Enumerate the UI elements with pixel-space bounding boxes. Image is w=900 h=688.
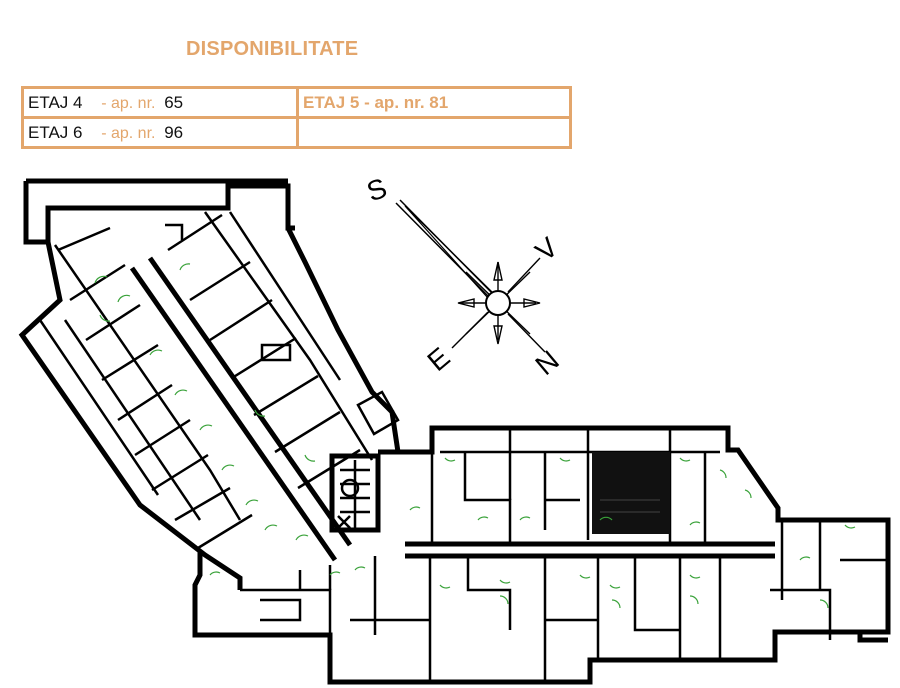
availability-cell[interactable]: ETAJ 4 - ap. nr. 65	[21, 86, 299, 119]
horizontal-wing	[192, 425, 891, 685]
availability-cell[interactable]: ETAJ 6 - ap. nr. 96	[21, 116, 299, 149]
page-title: DISPONIBILITATE	[186, 38, 359, 60]
table-row: ETAJ 4 - ap. nr. 65 ETAJ 5 - ap. nr. 81	[21, 86, 572, 119]
apartment-label: - ap. nr.	[101, 124, 156, 142]
diagonal-wing	[18, 178, 401, 590]
compass-west-label: V	[529, 231, 563, 267]
apartment-label: - ap. nr.	[101, 94, 156, 112]
stair-core	[329, 453, 381, 533]
availability-table: ETAJ 4 - ap. nr. 65 ETAJ 5 - ap. nr. 81 …	[21, 86, 572, 149]
table-row: ETAJ 6 - ap. nr. 96	[21, 116, 572, 149]
apartment-number: 96	[164, 122, 184, 142]
door-arcs	[94, 263, 856, 609]
availability-cell[interactable]	[296, 116, 572, 149]
compass-north-label: N	[529, 344, 564, 381]
availability-cell[interactable]: ETAJ 5 - ap. nr. 81	[296, 86, 572, 119]
availability-text: ETAJ 5 - ap. nr. 81	[303, 92, 449, 112]
floor-label: ETAJ 4	[28, 92, 83, 112]
compass-east-label: E	[421, 341, 455, 377]
compass-rose: S V E N	[363, 172, 565, 381]
apartment-number: 65	[164, 92, 184, 112]
floor-label: ETAJ 6	[28, 122, 83, 142]
compass-south-label: S	[363, 172, 391, 208]
